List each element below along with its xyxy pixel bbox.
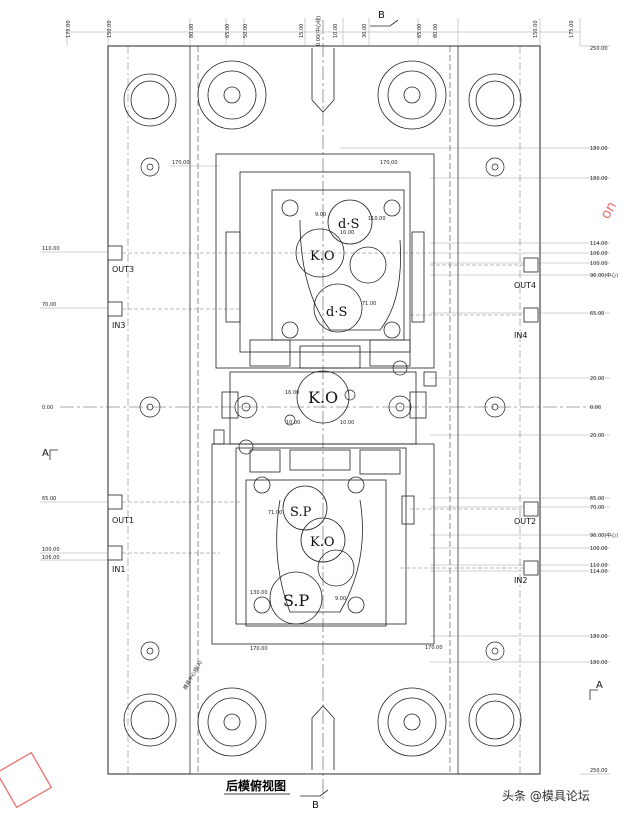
inner-dim-3: 110.00 bbox=[368, 216, 386, 222]
right-dim-9: 0.00 bbox=[590, 405, 601, 411]
side-watermark: on bbox=[598, 199, 621, 222]
top-dim-5: 15.00 bbox=[299, 24, 305, 38]
section-arrow-b-top bbox=[370, 19, 399, 27]
inner-plate-outline bbox=[189, 45, 459, 775]
cavity-label-ko-lower: K.O bbox=[310, 535, 335, 550]
top-dim-7: 10.00 bbox=[333, 24, 339, 38]
left-dim-1: 110.00 bbox=[42, 246, 60, 252]
section-mark-a-right: A bbox=[596, 680, 603, 691]
port-out4-label: OUT4 bbox=[514, 281, 536, 290]
section-arrow-a-right bbox=[589, 689, 598, 700]
right-dim-4: 106.00 bbox=[590, 251, 608, 257]
section-mark-a-left: A bbox=[42, 448, 49, 459]
cooling-channels bbox=[122, 252, 524, 569]
left-dim-6: 106.00 bbox=[42, 555, 60, 561]
inner-dim-1: 10.00 bbox=[340, 230, 354, 236]
right-dim-13: 96.00(中心) bbox=[590, 532, 618, 539]
right-dim-0: 250.00 bbox=[590, 46, 608, 52]
right-dim-10: 20.00 bbox=[590, 433, 604, 439]
top-dim-1: 150.00 bbox=[107, 21, 113, 39]
cavity-label-ko-center: K.O bbox=[308, 388, 338, 407]
cavity-label-ds-bottom: d·S bbox=[326, 305, 347, 320]
top-dimension-lines bbox=[66, 18, 581, 46]
top-dim-3: 65.00 bbox=[225, 24, 231, 38]
return-pins bbox=[139, 157, 506, 661]
port-in1-label: IN1 bbox=[112, 565, 125, 574]
section-arrow-b-bottom bbox=[300, 789, 329, 797]
top-dim-0: 175.00 bbox=[66, 21, 72, 39]
port-out3-label: OUT3 bbox=[112, 265, 134, 274]
left-dim-2: 70.00 bbox=[42, 302, 56, 308]
right-dim-1: 180.00 bbox=[590, 146, 608, 152]
watermark: 头条 @模具论坛 bbox=[502, 789, 590, 803]
port-in3-label: IN3 bbox=[112, 321, 125, 330]
upper-insert bbox=[215, 153, 435, 369]
side-note: 模具中心线(A) bbox=[182, 659, 204, 691]
left-dim-3: 0.00 bbox=[42, 405, 53, 411]
red-stamp-corner bbox=[0, 751, 53, 809]
inner-dim-2: 71.00 bbox=[362, 301, 376, 307]
right-dim-7: 65.00 bbox=[590, 311, 604, 317]
right-dim-19: 250.00 bbox=[590, 768, 608, 774]
port-out2-label: OUT2 bbox=[514, 517, 536, 526]
right-dim-8: 20.00 bbox=[590, 376, 604, 382]
inner-dim-11: 170.00 bbox=[380, 160, 398, 166]
inner-dim-10: 170.00 bbox=[250, 646, 268, 652]
right-dim-2: 180.00 bbox=[590, 176, 608, 182]
inner-dim-0: 9.00 bbox=[315, 212, 326, 218]
right-dim-17: 180.00 bbox=[590, 634, 608, 640]
port-in4-label: IN4 bbox=[514, 331, 527, 340]
top-dim-2: 80.00 bbox=[189, 24, 195, 38]
port-out1-label: OUT1 bbox=[112, 516, 134, 525]
inner-dim-9: 10.00 bbox=[340, 420, 354, 426]
right-dim-16: 114.00 bbox=[590, 569, 608, 575]
top-dim-9: 65.00 bbox=[417, 24, 423, 38]
cooling-ports bbox=[107, 245, 539, 576]
drawing-caption: 后模俯视图 bbox=[226, 778, 286, 793]
section-arrow-a-left bbox=[49, 449, 58, 460]
middle-band bbox=[213, 370, 437, 445]
guide-pillars bbox=[123, 60, 522, 757]
cavity-label-sp-top: S.P bbox=[290, 505, 312, 520]
left-dim-4: 65.00 bbox=[42, 496, 56, 502]
inner-dim-4: 16.00 bbox=[285, 390, 299, 396]
top-dim-12: 175.00 bbox=[569, 21, 575, 39]
section-mark-b-top: B bbox=[378, 10, 385, 21]
top-dim-8: 30.00 bbox=[362, 24, 368, 38]
locating-slots bbox=[311, 48, 335, 770]
left-dim-0: 170.00 bbox=[172, 160, 190, 166]
right-dim-6: 96.00(中心) bbox=[590, 272, 618, 279]
left-dimension-lines bbox=[40, 165, 220, 561]
right-dim-18: 180.00 bbox=[590, 660, 608, 666]
cavity-label-ko-upper: K.O bbox=[310, 249, 335, 264]
right-dim-15: 110.00 bbox=[590, 563, 608, 569]
cavity-label-sp-bottom: S.P bbox=[283, 591, 309, 610]
right-dim-14: 100.00 bbox=[590, 546, 608, 552]
inner-dim-5: 9.00 bbox=[335, 596, 346, 602]
cavity-label-ds: d·S bbox=[338, 217, 359, 232]
left-dim-5: 100.00 bbox=[42, 547, 60, 553]
right-dim-12: 70.00 bbox=[590, 505, 604, 511]
left-dim-7: 170.00 bbox=[425, 645, 443, 651]
right-dim-3: 114.00 bbox=[590, 241, 608, 247]
top-dim-6: 0.00(中心线) bbox=[315, 16, 322, 46]
clamp-plate-outline bbox=[107, 45, 541, 775]
right-dim-5: 100.00 bbox=[590, 261, 608, 267]
right-dimension-lines bbox=[340, 45, 610, 775]
inner-dim-7: 71.00 bbox=[268, 510, 282, 516]
port-in2-label: IN2 bbox=[514, 576, 527, 585]
top-dim-4: 50.00 bbox=[243, 24, 249, 38]
section-mark-b-bottom: B bbox=[312, 800, 319, 811]
inner-dim-6: 130.00 bbox=[250, 590, 268, 596]
right-dim-11: 65.00 bbox=[590, 496, 604, 502]
inner-dim-8: 10.00 bbox=[286, 420, 300, 426]
top-dim-10: 80.00 bbox=[433, 24, 439, 38]
lower-insert bbox=[211, 443, 435, 645]
top-dim-11: 150.00 bbox=[533, 21, 539, 39]
